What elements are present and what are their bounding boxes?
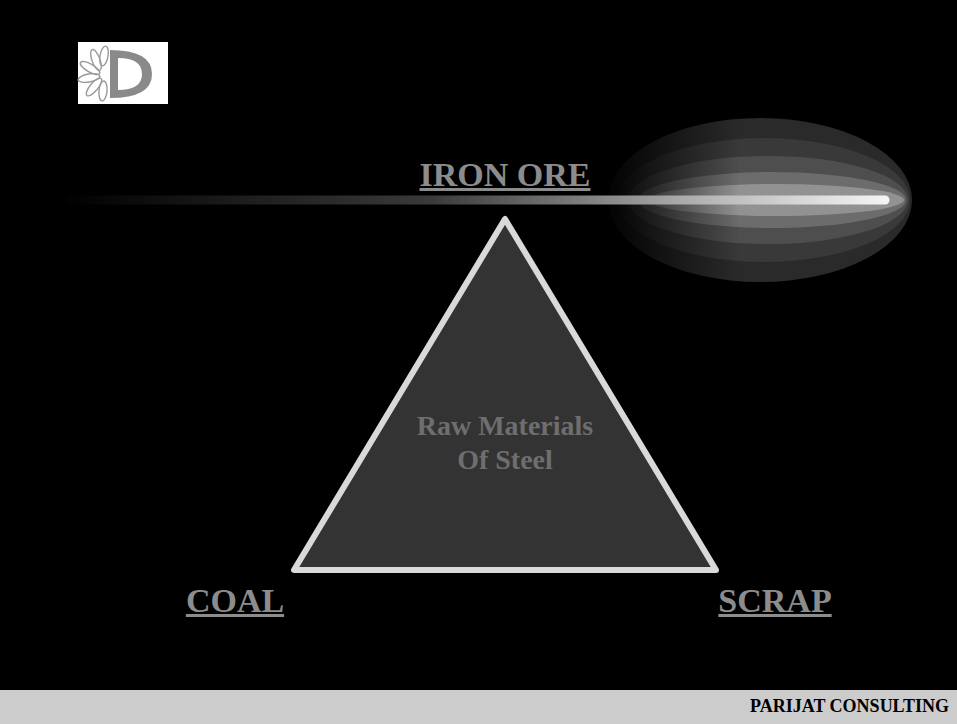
triangle-caption: Raw Materials Of Steel xyxy=(400,409,610,476)
vertex-label: SCRAP xyxy=(718,584,831,618)
triangle-polygon xyxy=(294,219,716,570)
vertex-label: COAL xyxy=(186,584,284,618)
vertex-label: IRON ORE xyxy=(420,158,591,192)
footer-band: PARIJAT CONSULTING xyxy=(0,690,957,724)
footer-text: PARIJAT CONSULTING xyxy=(750,696,949,718)
logo xyxy=(77,42,168,104)
triangle-shape: Raw Materials Of Steel xyxy=(290,215,720,575)
triangle-outline xyxy=(290,215,720,575)
